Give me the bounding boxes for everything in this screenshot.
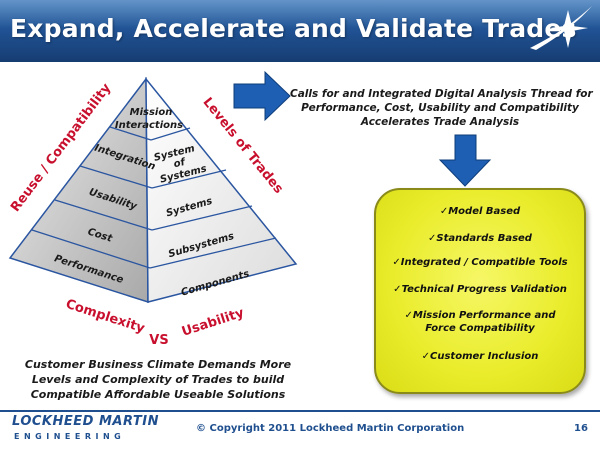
tier-line-left-1 (109, 126, 152, 141)
tier-line-left-4 (31, 229, 151, 269)
check-icon: ✓ (428, 233, 437, 244)
star-spike (550, 10, 588, 48)
benefit-line: Standards Based (436, 233, 532, 244)
benefit-line: Mission Performance and (412, 310, 556, 321)
benefit-line: Integrated / Compatible Tools (400, 257, 568, 268)
benefit-item: ✓Integrated / Compatible Tools (376, 256, 584, 269)
check-icon: ✓ (392, 257, 401, 268)
bottom-text-line-3: Compatible Affordable Useable Solutions (30, 388, 286, 401)
right-description: Calls for and Integrated Digital Analysi… (290, 87, 593, 129)
benefit-line: Force Compatibility (425, 323, 535, 334)
right-text-line-1: Calls for and Integrated Digital Analysi… (290, 88, 593, 100)
benefits-box: ✓Model Based ✓Standards Based ✓Integrate… (374, 188, 586, 394)
right-text-line-3: Accelerates Trade Analysis (360, 116, 520, 128)
benefit-item: ✓Technical Progress Validation (376, 283, 584, 296)
tier-line-right-1 (150, 127, 191, 141)
copyright-text: © Copyright 2011 Lockheed Martin Corpora… (196, 423, 465, 434)
apex-label-line-1: Mission (130, 107, 173, 118)
benefit-line: Technical Progress Validation (401, 284, 567, 295)
right-text-line-2: Performance, Cost, Usability and Compati… (301, 102, 579, 114)
benefit-item: ✓Customer Inclusion (376, 350, 584, 363)
check-icon: ✓ (439, 206, 449, 217)
benefit-item: ✓Standards Based (376, 232, 584, 245)
lockheed-star-icon (530, 6, 592, 50)
footer-divider (0, 410, 600, 412)
tier-line-right-2 (151, 169, 227, 189)
bottom-text-line-2: Levels and Complexity of Trades to build (31, 373, 285, 386)
tier-line-left-3 (54, 199, 153, 231)
page-number: 16 (574, 423, 588, 434)
tier-line-right-3 (151, 205, 253, 231)
benefit-item: ✓Model Based (376, 205, 584, 218)
check-icon: ✓ (404, 310, 413, 321)
usability-label: Usability (180, 305, 246, 339)
bottom-description: Customer Business Climate Demands More L… (14, 357, 302, 402)
header-bar: Expand, Accelerate and Validate Trades (0, 0, 600, 62)
tier-line-left-2 (79, 165, 153, 189)
check-icon: ✓ (421, 351, 431, 362)
arrow-right-icon (233, 70, 291, 122)
slide-title: Expand, Accelerate and Validate Trades (10, 14, 577, 43)
benefit-item: ✓Mission Performance and Force Compatibi… (376, 309, 584, 335)
benefit-line: Customer Inclusion (430, 351, 539, 362)
header-shine (0, 0, 600, 28)
star-swoosh (530, 6, 592, 50)
right-tier-sos-line-2: of (173, 156, 188, 170)
check-icon: ✓ (393, 284, 402, 295)
apex-label-line-2: Interactions (115, 120, 183, 131)
complexity-label: Complexity (64, 297, 147, 337)
brand-name: LOCKHEED MARTIN (12, 414, 159, 429)
benefit-line: Model Based (448, 206, 521, 217)
bottom-text-line-1: Customer Business Climate Demands More (24, 358, 292, 371)
arrow-down-icon (438, 134, 492, 187)
vs-label: VS (149, 333, 168, 348)
pyramid-diagram: Mission Interactions Integration Usabili… (8, 70, 492, 348)
tier-line-right-4 (149, 237, 277, 269)
brand-subtitle: ENGINEERING (14, 432, 126, 441)
